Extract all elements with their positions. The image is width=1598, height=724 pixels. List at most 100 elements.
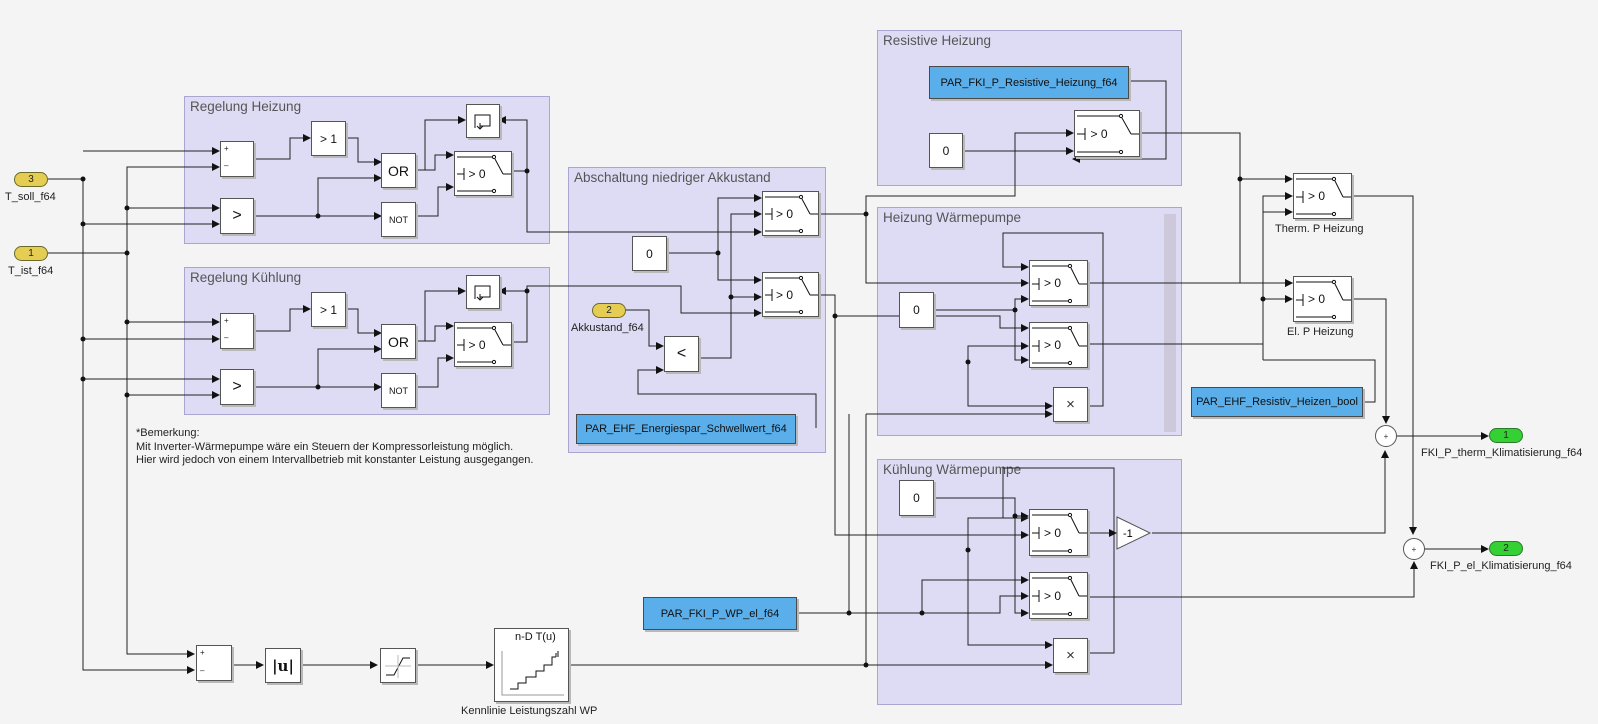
relational-lt-block[interactable]: <: [664, 336, 699, 372]
switch-threshold: > 0: [775, 206, 793, 221]
compare-gt1-block[interactable]: > 1: [311, 121, 346, 156]
constant-zero-block[interactable]: 0: [899, 480, 934, 516]
or-block[interactable]: OR: [381, 324, 416, 359]
minus-sign: –: [224, 333, 229, 342]
switch-threshold: > 0: [468, 166, 486, 181]
saturation-block[interactable]: [380, 648, 416, 683]
switch-icon: [1032, 512, 1087, 554]
not-block[interactable]: NOT: [381, 373, 416, 408]
note-line: Mit Inverter-Wärmepumpe wäre ein Steuern…: [136, 440, 514, 453]
remark-note: *Bemerkung: Mit Inverter-Wärmepumpe wäre…: [136, 427, 533, 468]
switch-icon: [1032, 325, 1087, 366]
port-number: 2: [606, 305, 612, 316]
switch-block[interactable]: > 0: [1029, 509, 1088, 556]
block-label: El. P Heizung: [1287, 326, 1354, 338]
switch-block[interactable]: > 0: [762, 272, 819, 317]
block-label: Kennlinie Leistungszahl WP: [461, 705, 598, 717]
switch-block[interactable]: > 0: [1029, 572, 1088, 619]
switch-threshold: > 0: [775, 287, 793, 302]
sum-block-el[interactable]: +: [1403, 538, 1425, 560]
inport-t-soll[interactable]: 3: [14, 172, 48, 187]
inport-label: Akkustand_f64: [571, 322, 644, 334]
switch-threshold: > 0: [1307, 292, 1325, 306]
switch-block[interactable]: > 0: [1029, 260, 1088, 306]
inport-label: T_ist_f64: [8, 265, 54, 277]
switch-threshold: > 0: [1090, 126, 1108, 141]
product-block[interactable]: ×: [1053, 638, 1088, 673]
memory-block[interactable]: [466, 104, 500, 138]
area-resistive-heizung: Resistive Heizung: [877, 30, 1182, 186]
outport-label: FKI_P_el_Klimatisierung_f64: [1430, 560, 1572, 572]
switch-icon: [1296, 279, 1351, 320]
area-title: Heizung Wärmepumpe: [883, 210, 1022, 225]
outport-p-el[interactable]: 2: [1489, 541, 1523, 556]
area-title: Resistive Heizung: [883, 33, 992, 48]
inport-akkustand[interactable]: 2: [592, 303, 626, 318]
or-block[interactable]: OR: [381, 153, 416, 188]
area-title: Regelung Heizung: [190, 99, 302, 114]
plus-sign: +: [200, 648, 205, 657]
saturation-icon: [385, 654, 411, 678]
port-number: 1: [1503, 430, 1509, 441]
switch-threshold: > 0: [1043, 276, 1061, 290]
switch-icon: [457, 154, 511, 194]
param-resistive-heizung[interactable]: PAR_FKI_P_Resistive_Heizung_f64: [929, 66, 1129, 99]
block-label: Therm. P Heizung: [1275, 223, 1364, 235]
switch-icon: [1032, 575, 1087, 617]
switch-threshold: > 0: [1043, 525, 1061, 540]
area-title: Regelung Kühlung: [190, 270, 302, 285]
lookup-table-block[interactable]: n-D T(u): [494, 628, 569, 702]
inport-label: T_soll_f64: [5, 191, 56, 203]
sum-block[interactable]: + –: [220, 141, 254, 177]
switch-block[interactable]: > 0: [1074, 110, 1140, 157]
gain-block[interactable]: -1: [1114, 514, 1154, 552]
memory-icon: [474, 285, 491, 301]
inport-t-ist[interactable]: 1: [14, 246, 48, 261]
constant-zero-block[interactable]: 0: [899, 292, 934, 328]
param-wp-el[interactable]: PAR_FKI_P_WP_el_f64: [643, 597, 797, 630]
constant-zero-block[interactable]: 0: [929, 133, 963, 168]
param-resistiv-heizen-bool[interactable]: PAR_EHF_Resistiv_Heizen_bool: [1191, 387, 1363, 417]
minus-sign: –: [200, 666, 205, 675]
memory-icon: [474, 114, 491, 130]
switch-block[interactable]: > 0: [762, 191, 819, 236]
not-block[interactable]: NOT: [381, 202, 416, 237]
switch-block[interactable]: > 0: [454, 151, 512, 196]
param-energiespar-schwellwert[interactable]: PAR_EHF_Energiespar_Schwellwert_f64: [576, 414, 796, 444]
switch-icon: [1077, 113, 1139, 155]
gain-value: -1: [1123, 528, 1133, 540]
switch-block-therm-p-heizung[interactable]: > 0: [1293, 173, 1352, 219]
port-number: 2: [1503, 543, 1509, 554]
switch-block-el-p-heizung[interactable]: > 0: [1293, 276, 1352, 322]
plus-sign: +: [224, 144, 229, 153]
constant-zero-block[interactable]: 0: [632, 236, 667, 271]
switch-block[interactable]: > 0: [1029, 322, 1088, 368]
area-title: Abschaltung niedriger Akkustand: [574, 170, 771, 185]
switch-icon: [1032, 263, 1087, 304]
compare-gt1-block[interactable]: > 1: [311, 292, 346, 327]
switch-block[interactable]: > 0: [454, 322, 512, 367]
note-line: *Bemerkung:: [136, 427, 200, 439]
outport-p-therm[interactable]: 1: [1489, 428, 1523, 443]
switch-icon: [765, 275, 818, 315]
port-number: 3: [28, 174, 34, 185]
memory-block[interactable]: [466, 275, 500, 309]
switch-threshold: > 0: [1043, 588, 1061, 603]
switch-threshold: > 0: [468, 337, 486, 352]
sum-block-therm[interactable]: +: [1375, 425, 1397, 447]
switch-threshold: > 0: [1307, 189, 1325, 203]
abs-block[interactable]: |u|: [265, 648, 301, 683]
area-title: Kühlung Wärmepumpe: [883, 462, 1022, 477]
relational-gt-block[interactable]: >: [220, 198, 254, 234]
switch-icon: [457, 325, 511, 365]
sum-block[interactable]: + –: [220, 313, 254, 349]
staircase-icon: [501, 651, 564, 696]
sum-block[interactable]: + –: [196, 645, 232, 681]
relational-gt-block[interactable]: >: [220, 369, 254, 405]
switch-threshold: > 0: [1043, 338, 1061, 352]
product-block[interactable]: ×: [1053, 387, 1088, 422]
switch-icon: [1296, 176, 1351, 217]
scroll-strip: [1164, 214, 1176, 432]
